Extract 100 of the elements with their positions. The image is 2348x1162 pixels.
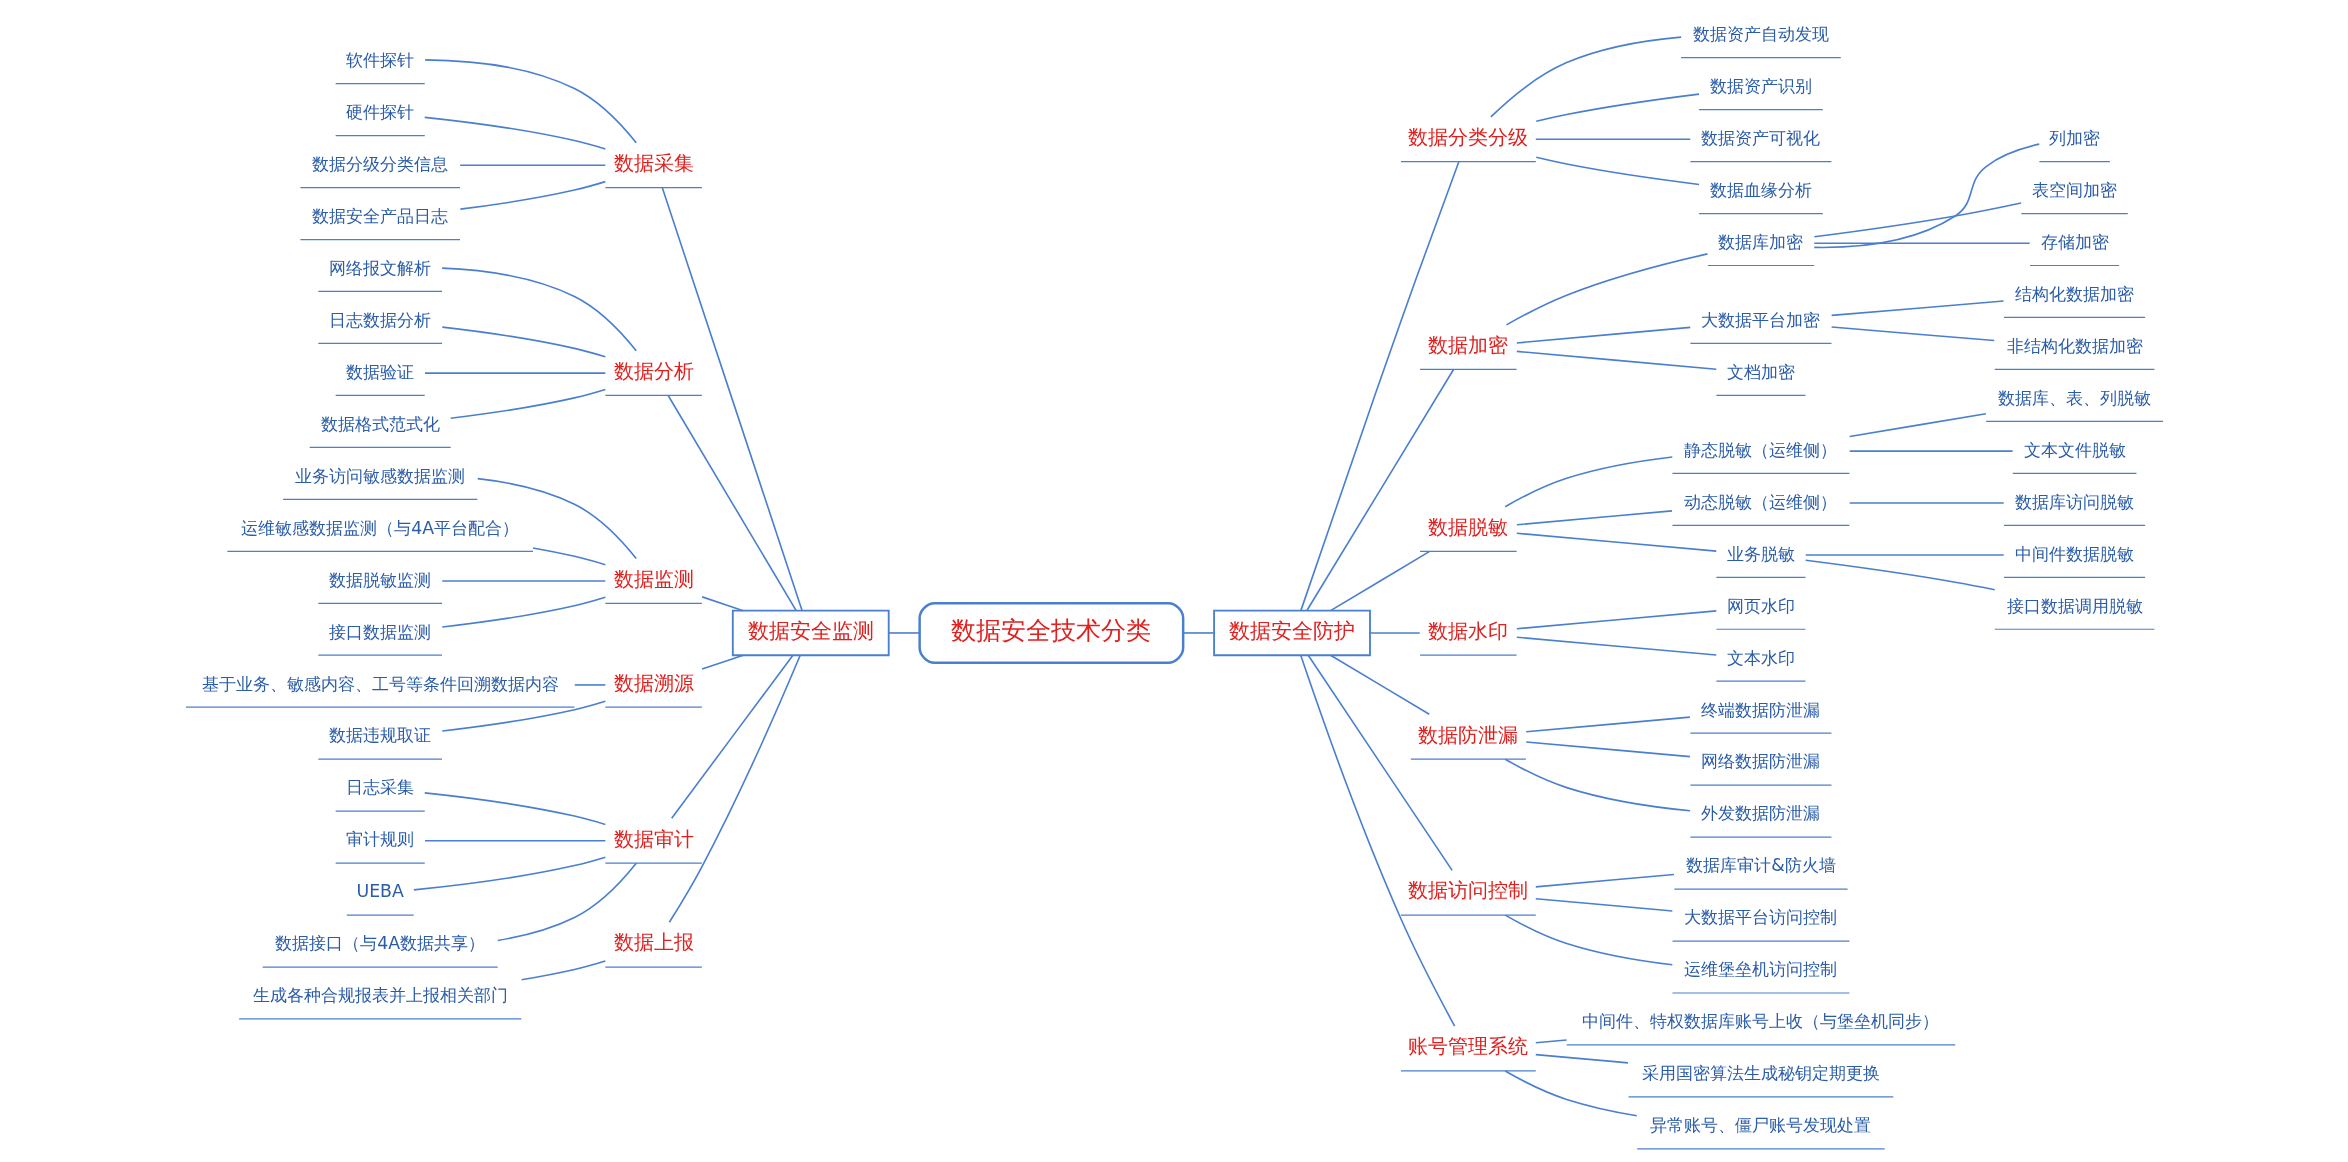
node-text: 数据格式范式化 xyxy=(320,413,440,434)
connector xyxy=(1830,300,2004,317)
node-text: 软件探针 xyxy=(345,49,414,70)
node-text: 日志数据分析 xyxy=(328,309,431,330)
node-text: 数据溯源 xyxy=(613,671,694,695)
node-text: 文档加密 xyxy=(1726,361,1795,382)
node-text: 数据采集 xyxy=(613,151,694,175)
connector xyxy=(1524,741,1691,758)
connector xyxy=(1804,559,1995,591)
node-text: 数据分级分类信息 xyxy=(311,153,448,174)
node-text: 采用国密算法生成秘钥定期更换 xyxy=(1641,1063,1880,1084)
connector xyxy=(1329,654,1430,716)
node-text: 大数据平台加密 xyxy=(1700,309,1820,330)
connector xyxy=(412,856,606,891)
connector xyxy=(520,960,606,981)
connector xyxy=(887,632,920,634)
connector xyxy=(476,477,637,560)
node-text: 日志采集 xyxy=(345,777,414,798)
node-text: 数据违规取证 xyxy=(328,725,431,746)
node-box: 数据安全防护 xyxy=(1212,609,1371,657)
connector xyxy=(1812,242,2030,245)
connector xyxy=(1329,550,1430,612)
node-text: 数据访问控制 xyxy=(1407,879,1528,903)
connector xyxy=(1534,897,1673,912)
connector xyxy=(1515,510,1673,526)
node-text: 业务访问敏感数据监测 xyxy=(294,465,465,486)
connector xyxy=(1813,202,2022,238)
connector xyxy=(661,187,803,612)
connector xyxy=(423,59,637,144)
connector xyxy=(1503,1070,1638,1117)
connector xyxy=(1299,654,1455,1027)
connector xyxy=(1515,350,1717,371)
node-text: 数据血缘分析 xyxy=(1709,179,1812,200)
node-text: 接口数据调用脱敏 xyxy=(2006,595,2143,616)
connector xyxy=(441,700,606,732)
node-text: 网页水印 xyxy=(1726,595,1795,616)
connector xyxy=(449,388,606,419)
connector xyxy=(1503,758,1691,812)
node-text: 数据资产可视化 xyxy=(1700,127,1820,148)
connector xyxy=(1503,914,1673,966)
node-text: 运维堡垒机访问控制 xyxy=(1683,959,1837,980)
connector xyxy=(1524,716,1691,733)
node-box: 数据安全监测 xyxy=(731,609,890,657)
node-text: 文本文件脱敏 xyxy=(2023,439,2126,460)
connector xyxy=(1534,1039,1567,1044)
connector xyxy=(1503,456,1673,508)
node-text: 表空间加密 xyxy=(2031,179,2117,200)
node-text: 数据资产识别 xyxy=(1709,75,1812,96)
connector xyxy=(700,596,744,612)
connector xyxy=(1534,873,1675,888)
connector xyxy=(1830,326,1995,342)
node-text: UEBA xyxy=(356,881,404,902)
node-text: 数据库访问脱敏 xyxy=(2014,491,2134,512)
node-text: 文本水印 xyxy=(1726,647,1795,668)
connector xyxy=(1848,450,2013,452)
node-text: 接口数据监测 xyxy=(328,621,431,642)
connector xyxy=(531,547,606,566)
node-text: 动态脱敏（运维侧） xyxy=(1683,491,1837,512)
node-text: 运维敏感数据监测（与4A平台配合） xyxy=(240,517,519,538)
connector xyxy=(440,580,606,582)
node-text: 数据库加密 xyxy=(1717,231,1803,252)
connector xyxy=(670,654,794,819)
connector xyxy=(573,684,606,686)
connector xyxy=(1505,253,1708,326)
node-text: 硬件探针 xyxy=(345,101,414,122)
connector xyxy=(1515,636,1717,656)
connector xyxy=(1307,654,1453,872)
node-text: 数据上报 xyxy=(613,931,694,955)
node-text: 数据防泄漏 xyxy=(1417,723,1518,747)
node-text: 数据水印 xyxy=(1427,619,1508,643)
node-text: 数据库、表、列脱敏 xyxy=(1997,387,2151,408)
node-text: 数据资产自动发现 xyxy=(1692,23,1829,44)
node-text: 存储加密 xyxy=(2040,231,2109,252)
connector xyxy=(1515,532,1717,552)
node-text: 静态脱敏（运维侧） xyxy=(1683,439,1837,460)
node-text: 结构化数据加密 xyxy=(2014,283,2134,304)
connector xyxy=(1305,368,1454,612)
connector xyxy=(700,654,744,670)
connector xyxy=(441,326,606,358)
connector xyxy=(1534,1053,1629,1064)
node-text: 数据分析 xyxy=(613,359,694,383)
connector xyxy=(1489,36,1682,118)
connector xyxy=(423,840,606,842)
node-text: 基于业务、敏感内容、工号等条件回溯数据内容 xyxy=(201,673,559,694)
connector xyxy=(1515,326,1691,344)
node-text: 网络报文解析 xyxy=(328,257,431,278)
node-text: 数据接口（与4A数据共享） xyxy=(274,933,485,954)
node-text: 数据库审计&防火墙 xyxy=(1685,855,1836,876)
node-text: 数据安全产品日志 xyxy=(311,205,448,226)
connector xyxy=(458,164,606,167)
node-text: 账号管理系统 xyxy=(1407,1035,1528,1059)
connector xyxy=(668,654,801,924)
node-text: 终端数据防泄漏 xyxy=(1700,699,1820,720)
connector xyxy=(1534,156,1700,186)
node-text: 非结构化数据加密 xyxy=(2006,335,2143,356)
node-text: 大数据平台访问控制 xyxy=(1683,907,1837,928)
node-text: 数据分类分级 xyxy=(1407,126,1528,150)
node-text: 业务脱敏 xyxy=(1726,543,1795,564)
connector xyxy=(459,180,606,210)
connector xyxy=(423,116,606,150)
